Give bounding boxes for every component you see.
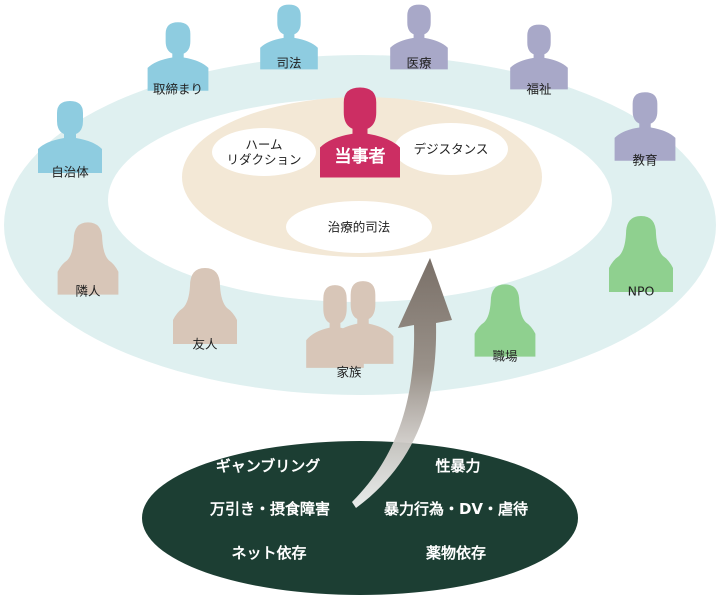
bubble-harm-reduction-label: ハーム リダクション <box>226 137 301 167</box>
issue-internet-addiction: ネット依存 <box>231 544 307 562</box>
stakeholder-label-friend: 友人 <box>192 336 218 352</box>
bubble-desistance <box>394 123 508 175</box>
issues-area <box>142 441 578 595</box>
issue-drug-addiction: 薬物依存 <box>425 544 487 562</box>
person-icon <box>510 24 568 90</box>
stakeholder-label-judiciary: 司法 <box>276 55 302 71</box>
issue-sexual-violence: 性暴力 <box>435 457 481 475</box>
stakeholder-label-welfare: 福祉 <box>526 81 552 97</box>
stakeholder-label-local-government: 自治体 <box>51 164 89 180</box>
stakeholder-label-medical: 医療 <box>406 55 432 71</box>
center-label: 当事者 <box>334 146 386 167</box>
issue-violence-dv-abuse: 暴力行為・DV・虐待 <box>383 500 529 518</box>
bubble-therapeutic-justice <box>286 201 432 253</box>
person-icon <box>147 22 209 91</box>
issue-shoplifting-eating-disorder: 万引き・摂食障害 <box>209 500 331 518</box>
stakeholder-label-npo: NPO <box>627 283 655 299</box>
stakeholder-label-workplace: 職場 <box>492 348 518 364</box>
arrow-icon <box>352 258 452 508</box>
bubble-therapeutic-justice-label: 治療的司法 <box>327 219 391 235</box>
bubble-harm-reduction <box>212 128 316 176</box>
bubble-desistance-label: デジスタンス <box>413 141 489 157</box>
stakeholder-label-education: 教育 <box>632 152 658 168</box>
bubble-harm-reduction-line2: リダクション <box>226 152 302 167</box>
stakeholder-label-family: 家族 <box>336 364 362 380</box>
stakeholder-label-enforcement: 取締まり <box>152 81 204 97</box>
bubble-harm-reduction-line1: ハーム <box>245 137 283 152</box>
issue-gambling: ギャンブリング <box>215 457 321 475</box>
stakeholder-label-neighbor: 隣人 <box>75 283 101 299</box>
